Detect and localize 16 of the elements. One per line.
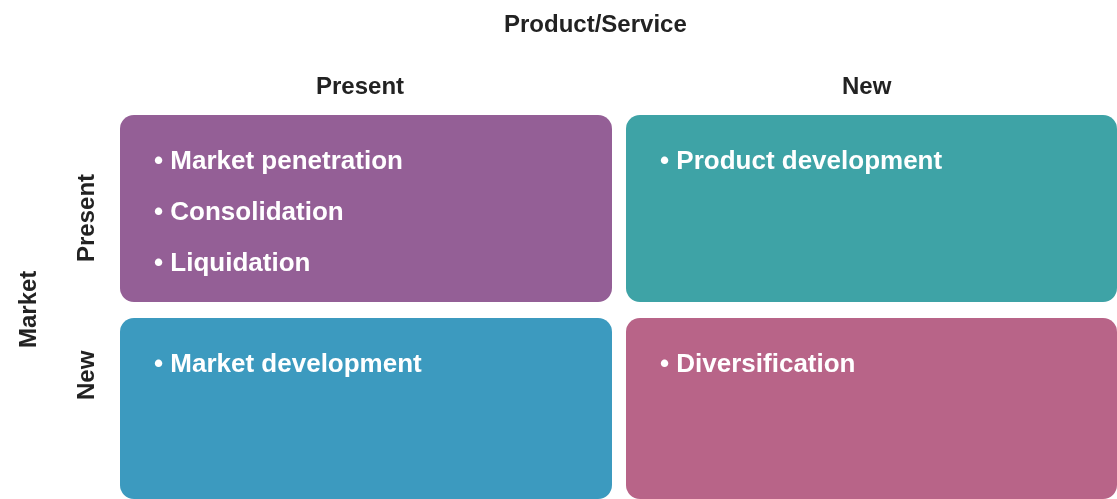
strategy-item: • Market penetration — [154, 147, 403, 173]
row-header: New — [74, 350, 98, 400]
column-header: New — [842, 74, 892, 98]
column-header: Present — [316, 74, 405, 98]
quadrant-box — [120, 115, 612, 302]
quadrant-box — [626, 318, 1117, 499]
strategy-item: • Diversification — [660, 350, 856, 376]
strategy-item: • Product development — [660, 147, 943, 173]
strategy-item: • Consolidation — [154, 198, 344, 224]
axis-title: Market — [16, 270, 40, 348]
axis-title: Product/Service — [504, 12, 687, 36]
row-header: Present — [74, 173, 98, 262]
quadrant-box — [120, 318, 612, 499]
strategy-item: • Liquidation — [154, 249, 311, 275]
quadrant-box — [626, 115, 1117, 302]
strategy-item: • Market development — [154, 350, 422, 376]
